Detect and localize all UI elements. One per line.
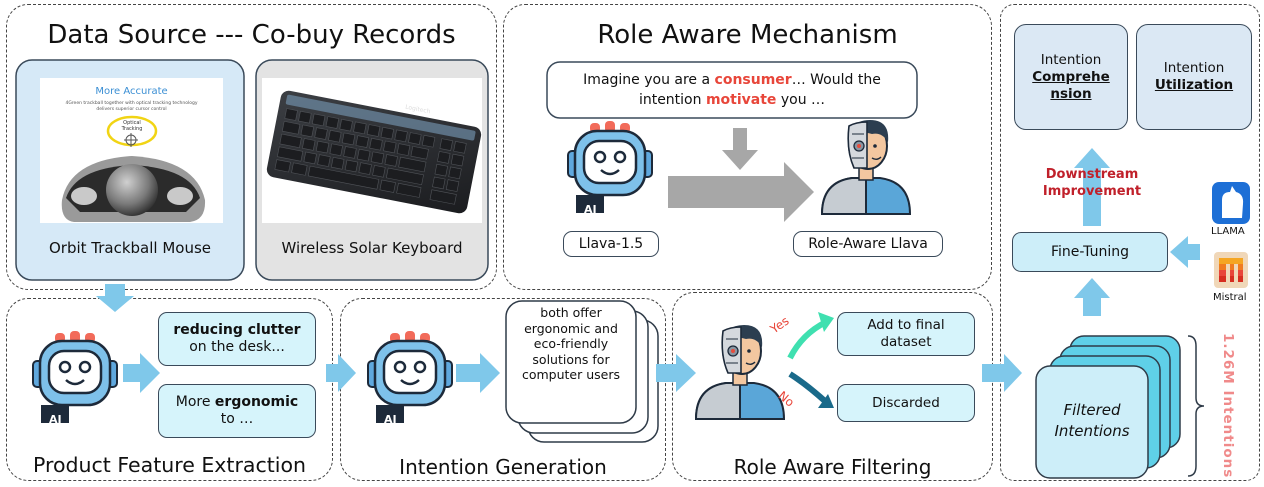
- feature2-bold: ergonomic: [214, 394, 299, 410]
- mistral-label: Mistral: [1213, 292, 1247, 303]
- downstream-improvement-label: Downstream Improvement: [1042, 167, 1142, 199]
- to-generation-arrow: [326, 354, 356, 392]
- llava-label: Llava-1.5: [563, 231, 659, 257]
- feature-robot-icon: [31, 329, 119, 425]
- utilization-bottom: Utilization: [1154, 77, 1234, 93]
- filtered-intentions-label: Filtered Intentions: [1054, 401, 1130, 440]
- to-filtered-arrow: [982, 354, 1022, 392]
- llava-ai-badge: AI: [584, 203, 597, 216]
- feature-right-arrow: [123, 353, 160, 393]
- image-subtitle: 4Green trackball together with optical t…: [65, 101, 198, 112]
- intention-utilization-box: Intention Utilization: [1136, 24, 1252, 130]
- role-aware-human-robot-icon: [821, 119, 911, 215]
- add-to-dataset-box: Add to final dataset: [837, 312, 975, 356]
- llm-left-arrow: [1170, 236, 1200, 268]
- data-source-down-arrow: [96, 284, 134, 312]
- role-prompt-box: [546, 61, 918, 119]
- comprehension-bottom: Comprehension: [1032, 68, 1110, 102]
- count-brace: [1187, 335, 1205, 477]
- no-arrow: [788, 371, 829, 405]
- intention-text: both offer ergonomic and eco-friendly so…: [521, 305, 621, 382]
- llama-label: LLAMA: [1211, 226, 1245, 237]
- intention-card: [505, 300, 637, 424]
- orbit-trackball-label: Orbit Trackball Mouse: [48, 239, 212, 257]
- generation-robot-icon: [366, 329, 454, 425]
- image-title: More Accurate: [95, 86, 168, 97]
- prompt-motivate: motivate: [705, 92, 777, 108]
- role-aware-filtering-title: Role Aware Filtering: [733, 455, 932, 479]
- utilization-top: Intention: [1163, 60, 1225, 76]
- feature-box-2: More ergonomic to …: [158, 384, 316, 438]
- llava-robot-icon: [566, 119, 654, 215]
- feature1-rest: on the desk...: [189, 339, 285, 355]
- image-badge: Optical Tracking: [121, 120, 143, 132]
- prompt-part3: you …: [776, 92, 826, 108]
- feature2-rest: to …: [220, 411, 254, 427]
- to-filtering-arrow: [656, 354, 696, 392]
- feature-extraction-panel: [6, 298, 333, 481]
- intention-count-label: 1.26M Intentions: [1220, 333, 1236, 479]
- fine-tuning-box: Fine-Tuning: [1012, 232, 1168, 272]
- comprehension-top: Intention: [1040, 51, 1102, 68]
- role-aware-llava-label: Role-Aware Llava: [793, 231, 943, 257]
- prompt-consumer: consumer: [714, 72, 792, 88]
- role-aware-mechanism-panel: [503, 4, 992, 290]
- data-source-title: Data Source --- Co-buy Records: [47, 20, 456, 50]
- model-transform-arrow: [668, 162, 814, 222]
- generation-ai-badge: AI: [384, 413, 397, 426]
- feature-extraction-title: Product Feature Extraction: [33, 453, 306, 477]
- feature-box-1: reducing clutter on the desk...: [158, 312, 316, 366]
- filtered-intentions-card: [1035, 365, 1149, 479]
- feature2-prefix: More: [175, 394, 215, 410]
- feature-ai-badge: AI: [49, 413, 62, 426]
- generation-right-arrow: [456, 353, 500, 393]
- yes-arrow: [787, 319, 828, 360]
- prompt-part1: Imagine you are a: [583, 72, 715, 88]
- data-source-panel: [6, 4, 497, 290]
- downstream-panel: [1000, 4, 1260, 481]
- prompt-down-arrow: [722, 128, 758, 170]
- intention-generation-title: Intention Generation: [399, 455, 607, 479]
- prompt-part2: … Would the intention: [638, 72, 881, 108]
- intention-comprehension-box: Intention Comprehension: [1014, 24, 1128, 130]
- discarded-box: Discarded: [837, 384, 975, 422]
- role-prompt-text: Imagine you are a consumer… Would the in…: [552, 70, 912, 110]
- feature1-bold: reducing clutter: [173, 322, 301, 338]
- filtered-up-arrow: [1074, 278, 1110, 316]
- role-aware-title: Role Aware Mechanism: [597, 20, 898, 50]
- wireless-keyboard-label: Wireless Solar Keyboard: [281, 239, 463, 257]
- role-aware-filtering-panel: [672, 292, 993, 481]
- filter-human-robot-icon: [695, 324, 785, 420]
- intention-generation-panel: [340, 298, 666, 481]
- improvement-up-arrow: [1074, 148, 1110, 226]
